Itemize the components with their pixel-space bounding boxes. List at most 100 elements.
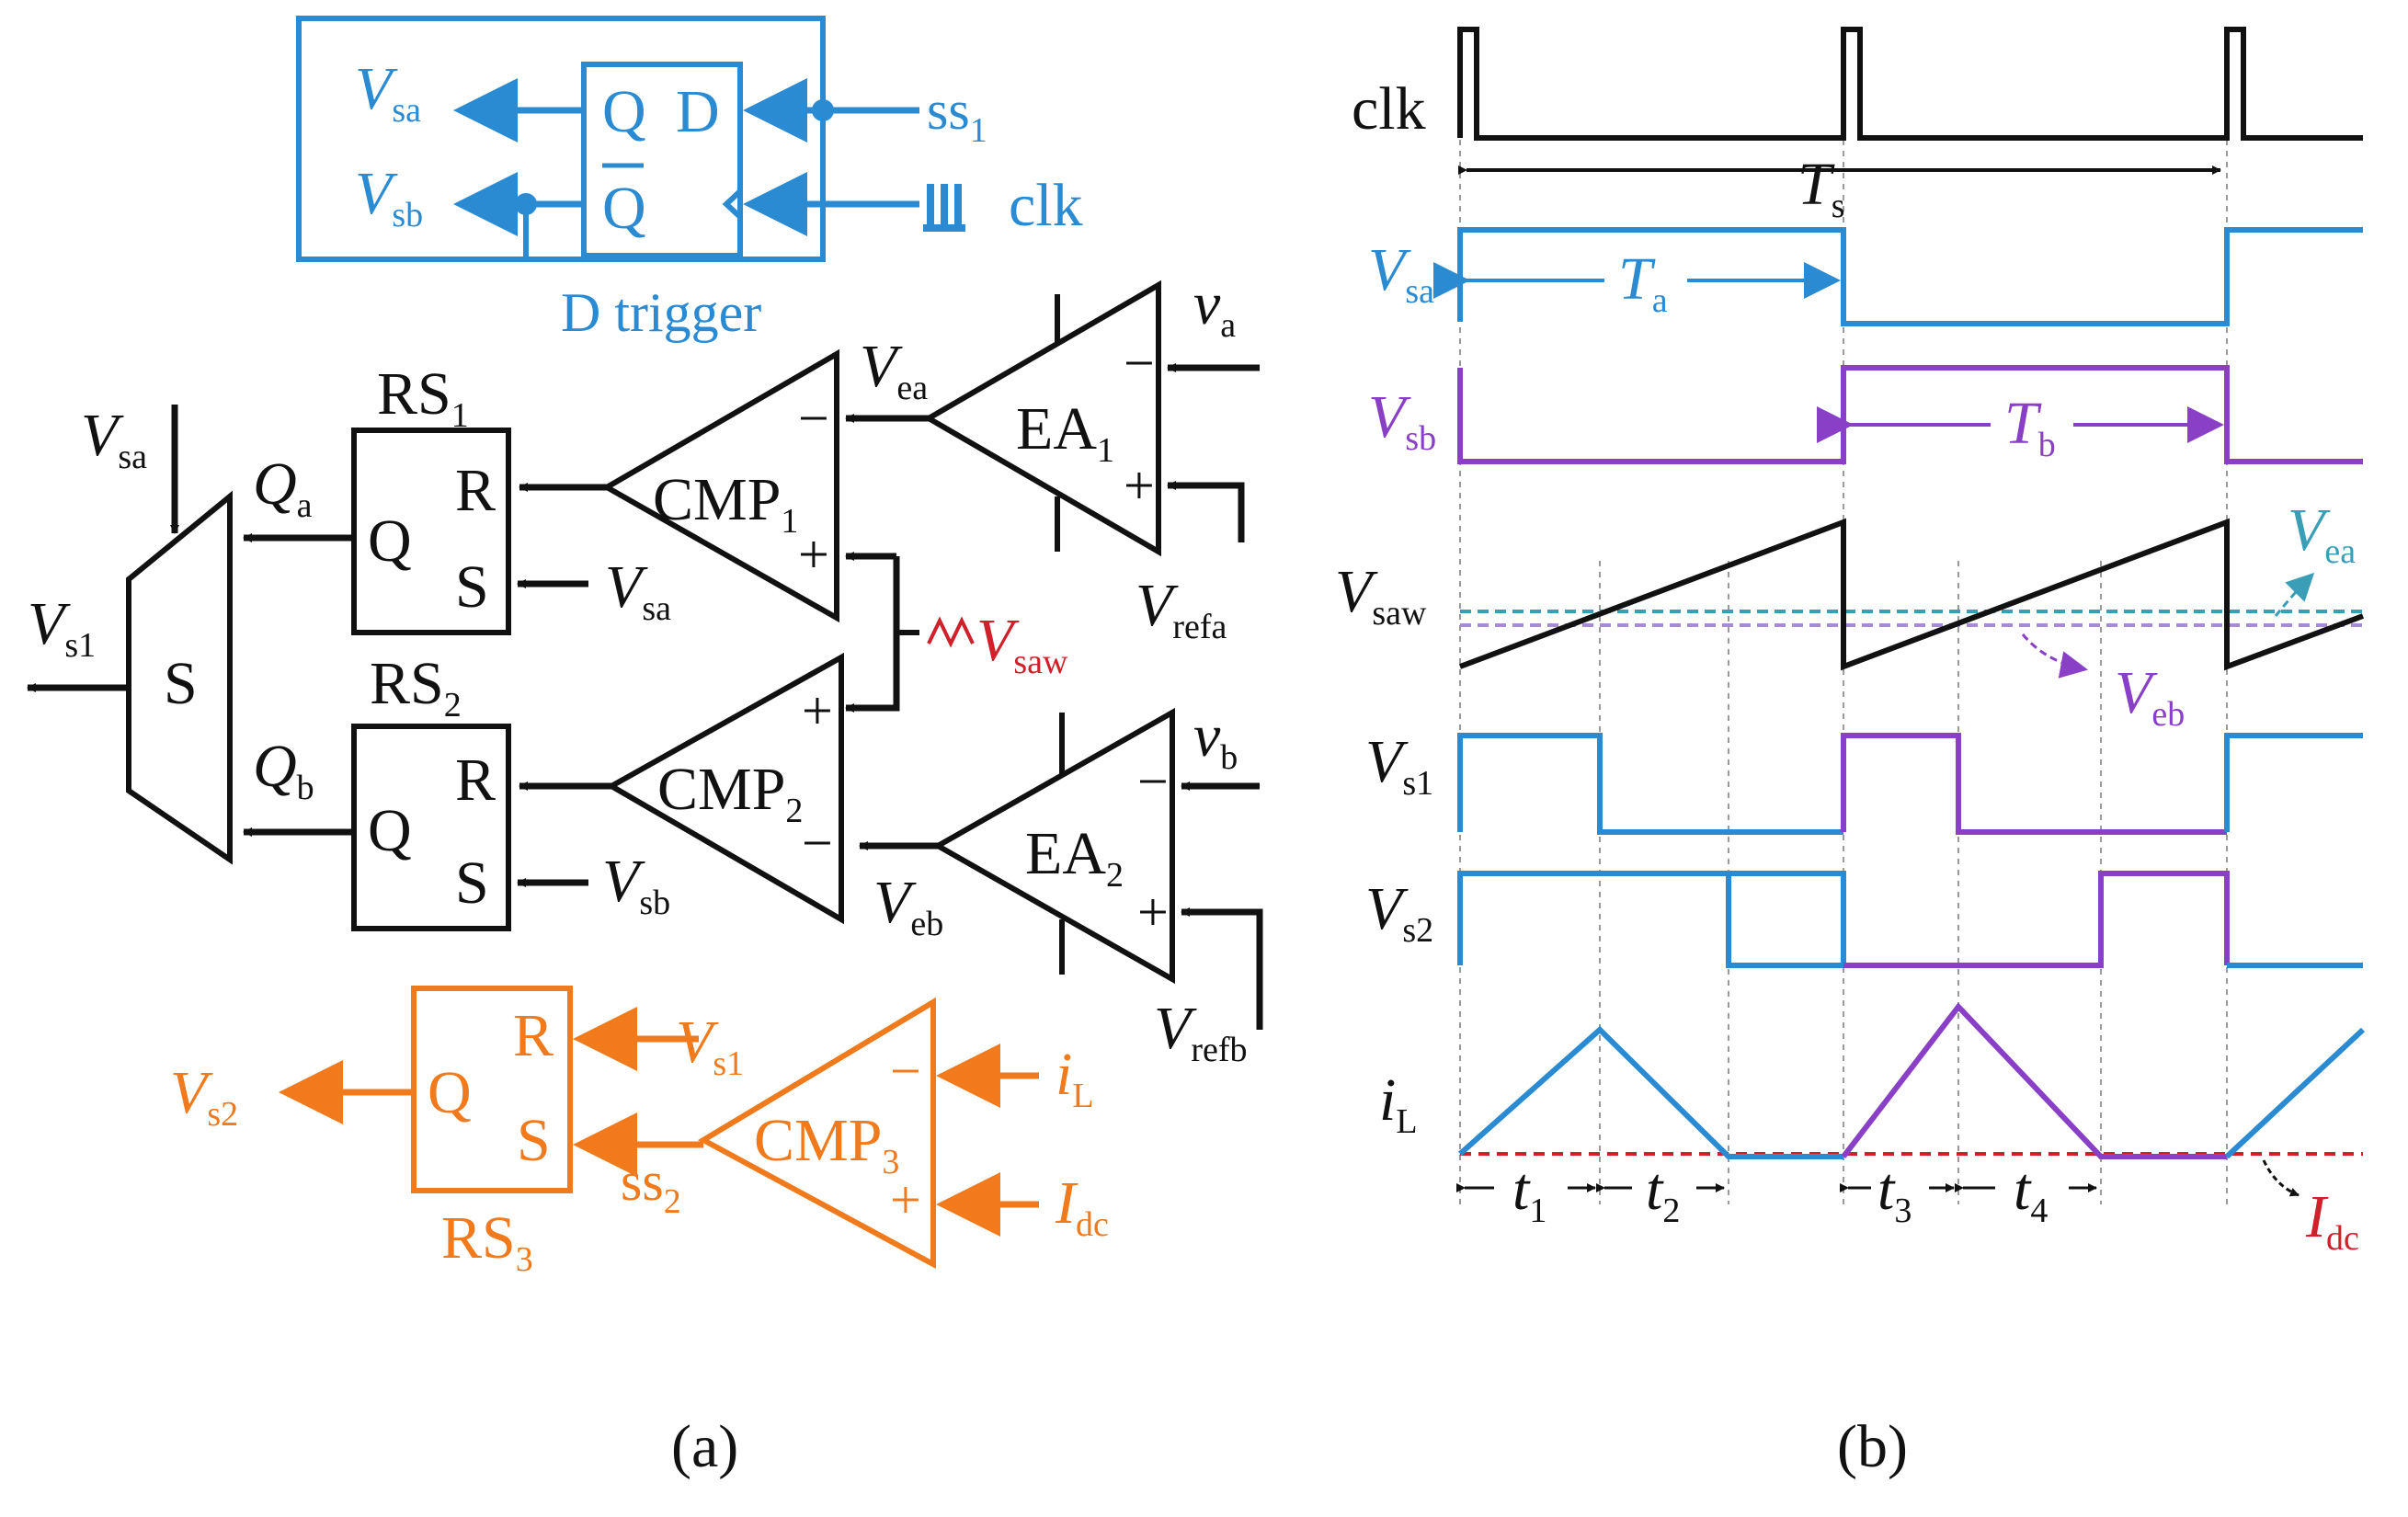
vsb-waveform	[1457, 365, 2363, 464]
ss1-node	[812, 99, 834, 121]
d-trigger-frame	[296, 16, 826, 262]
dtrig-pin-d: D	[676, 78, 720, 145]
row-vs1-label: Vs1	[1365, 728, 1433, 803]
cmp1-plus: +	[798, 524, 829, 585]
rs3-pin-q: Q	[428, 1059, 472, 1126]
veb-annot-label: Veb	[2115, 659, 2185, 734]
vsaw-waveform	[1458, 518, 2365, 671]
caption-a: (a)	[671, 1413, 738, 1480]
idc-in-label: Idc	[1055, 1169, 1109, 1244]
ea1-amplifier	[845, 279, 1260, 557]
il-waveform-blue	[1458, 1025, 1843, 1159]
vsb-out-label: Vsb	[355, 160, 423, 234]
rs3-cmp3-labels: R Q S RS3 Vs1 Vs2 CMP3 − + iL Idc ss2	[170, 1002, 1109, 1279]
clk-waveform	[1457, 27, 2363, 141]
rs3-in-vs1: Vs1	[676, 1009, 744, 1083]
d-trigger-chip	[581, 62, 743, 258]
cmp2-minus: −	[802, 813, 833, 873]
row-vsb-label: Vsb	[1368, 383, 1436, 458]
cmp2-plus: +	[802, 680, 833, 741]
rs2-name: RS2	[370, 650, 462, 724]
veb-pointer	[2021, 633, 2088, 679]
ea1-labels: EA1 − + va Vrefa Vea	[860, 270, 1236, 646]
vea-label: Vea	[860, 333, 928, 407]
rs3-pin-s: S	[517, 1107, 551, 1174]
tb-label: Tb	[2004, 390, 2056, 464]
qb-label: Qb	[253, 733, 314, 807]
qbar-node	[515, 193, 537, 215]
t3-label: t3	[1877, 1156, 1912, 1230]
rs1-labels: RS1 R Q S Vsa Qa	[253, 360, 671, 628]
ea2-name: EA2	[1025, 820, 1124, 895]
ea2-minus: −	[1137, 751, 1169, 812]
selector-name: S	[164, 650, 198, 717]
d-trigger-block	[296, 16, 965, 262]
saw-signal-label: Vsaw	[927, 607, 1068, 681]
vrefa-label: Vrefa	[1136, 572, 1227, 646]
cmp1-minus: −	[798, 388, 829, 449]
vs1-waveform-blue	[1457, 733, 1843, 835]
idc-pointer	[2262, 1159, 2300, 1197]
vs2-out-label: Vs2	[170, 1059, 238, 1134]
dtrig-pin-q: Q	[602, 78, 646, 145]
vs2-waveform-purple	[1843, 871, 2230, 968]
d-trigger-labels: Q D Q ss1 clk Vsa Vsb D trigger	[355, 55, 1083, 343]
qa-label: Qa	[253, 451, 313, 525]
ea1-minus: −	[1124, 333, 1155, 394]
vea-pointer	[2274, 572, 2315, 617]
row-clk-label: clk	[1352, 75, 1426, 143]
il-in-label: iL	[1056, 1041, 1094, 1115]
ea1-plus: +	[1124, 455, 1155, 516]
clk-label: clk	[1009, 172, 1083, 239]
rs3-name: RS3	[441, 1204, 533, 1279]
rs2-pin-s: S	[455, 850, 489, 917]
cmp1-name: CMP1	[653, 466, 798, 541]
vs2-waveform-step	[1729, 871, 1846, 965]
clock-pulse-icon	[923, 184, 965, 232]
il-waveform-tail	[2224, 1027, 2366, 1159]
cmp1-comparator	[519, 348, 896, 623]
ss2-label: ss2	[621, 1151, 681, 1221]
t1-label: t1	[1512, 1156, 1546, 1230]
rs2-labels: RS2 R Q S Vsb Qb	[253, 650, 670, 922]
panel-a: Q D Q ss1 clk Vsa Vsb D trigger EA1 − + …	[27, 16, 1263, 1480]
saw-wire	[845, 556, 919, 713]
veb-label: Veb	[873, 869, 943, 943]
cmp3-comparator	[697, 997, 1039, 1270]
idc-annot-label: Idc	[2305, 1183, 2359, 1258]
rs1-latch	[243, 428, 588, 635]
rs1-pin-s: S	[455, 553, 489, 621]
rs2-pin-q: Q	[368, 797, 412, 864]
cmp3-minus: −	[890, 1041, 921, 1101]
vb-label: vb	[1193, 702, 1238, 777]
row-vs2-label: Vs2	[1365, 875, 1433, 950]
il-waveform-purple	[1841, 1002, 2227, 1159]
cmp1-labels: CMP1 − +	[653, 388, 829, 585]
dtrig-pin-qbar: Q	[602, 175, 646, 242]
interval-labels: t1 t2 t3 t4	[1512, 1156, 2048, 1230]
row-vsaw-label: Vsaw	[1335, 558, 1427, 633]
caption-b: (b)	[1837, 1413, 1908, 1480]
ea2-plus: +	[1137, 882, 1169, 942]
panel-b: clk Ts Vsa Ta Vsb Tb Vsaw Vea Veb Vs1	[1335, 27, 2366, 1480]
ss1-label: ss1	[927, 80, 987, 150]
vsa-waveform	[1457, 227, 2363, 326]
ta-label-bg	[1604, 250, 1687, 313]
cmp2-labels: CMP2 + −	[657, 680, 833, 873]
rs2-latch	[243, 724, 588, 931]
rs1-pin-q: Q	[368, 508, 412, 575]
rs1-name: RS1	[377, 360, 469, 435]
selector-in-vsa: Vsa	[81, 402, 147, 476]
tb-label-bg	[1991, 394, 2073, 456]
clk-edge-symbol	[722, 188, 743, 220]
cmp2-comparator	[519, 652, 844, 925]
rs1-pin-r: R	[455, 457, 496, 524]
vs2-waveform-blue	[1457, 871, 1843, 968]
d-trigger-name: D trigger	[561, 282, 761, 343]
rs2-in-vsb: Vsb	[602, 848, 670, 922]
ts-label: Ts	[1797, 151, 1845, 225]
selector-mux	[27, 405, 233, 865]
ea2-amplifier	[859, 707, 1263, 1030]
rs1-in-vsa: Vsa	[605, 553, 671, 628]
